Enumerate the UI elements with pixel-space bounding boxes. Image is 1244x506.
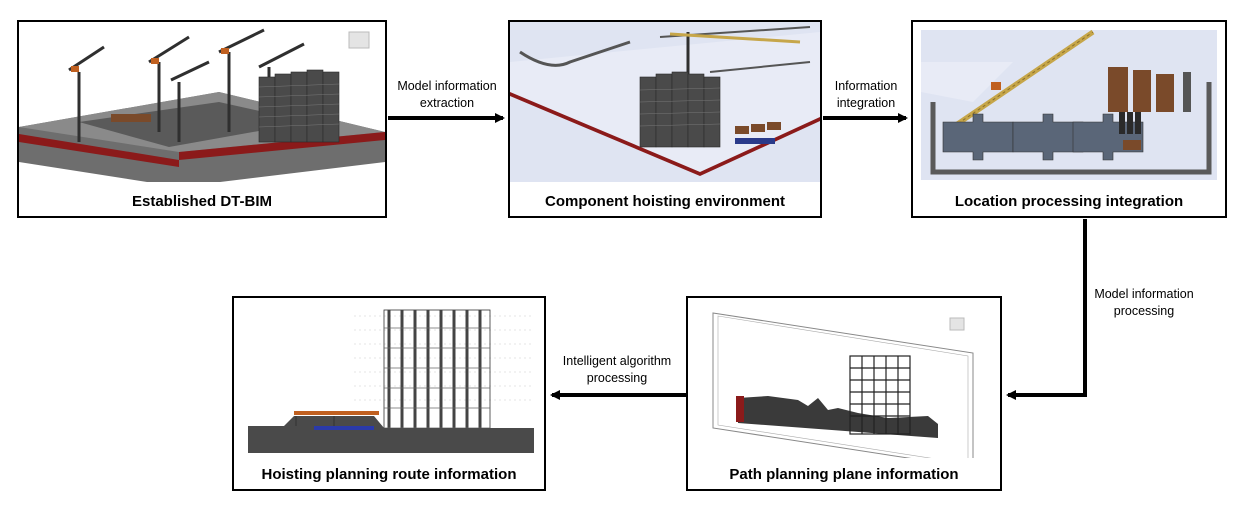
node-caption: Hoisting planning route information — [261, 466, 517, 483]
edge-label-line: processing — [1113, 304, 1175, 318]
route-elevation-image — [248, 309, 534, 453]
elevation-plane-image — [712, 312, 974, 458]
edge-label-model-information-processing: Model information processing — [1086, 286, 1202, 320]
edge-label-line: Intelligent algorithm — [562, 354, 672, 368]
edge-label-intelligent-algorithm-processing: Intelligent algorithm processing — [550, 353, 684, 387]
node-caption: Established DT-BIM — [131, 193, 273, 210]
node-location-processing-integration: Location processing integration — [911, 20, 1227, 218]
edge-label-information-integration: Information integration — [822, 78, 910, 112]
node-caption: Path planning plane information — [729, 466, 959, 483]
edge-label-line: processing — [586, 371, 648, 385]
edge-label-line: Model information — [1094, 287, 1194, 301]
edge-label-line: Model information — [397, 79, 497, 93]
bim-site-3d-image — [19, 28, 385, 182]
node-caption: Location processing integration — [954, 193, 1184, 210]
node-component-hoisting-environment: Component hoisting environment — [508, 20, 822, 218]
node-caption: Component hoisting environment — [545, 193, 785, 210]
node-established-dt-bim: Established DT-BIM — [17, 20, 387, 218]
edge-label-line: extraction — [419, 96, 475, 110]
edge-label-line: integration — [836, 96, 896, 110]
edge-label-line: Information — [834, 79, 898, 93]
site-plan-image — [921, 29, 1217, 180]
arrow-b3-to-b4 — [1006, 219, 1087, 400]
edge-label-model-information-extraction: Model information extraction — [388, 78, 506, 112]
node-path-planning-plane-information: Path planning plane information — [686, 296, 1002, 491]
node-hoisting-planning-route-information: Hoisting planning route information — [232, 296, 546, 491]
hoisting-environment-3d-image — [510, 22, 820, 182]
